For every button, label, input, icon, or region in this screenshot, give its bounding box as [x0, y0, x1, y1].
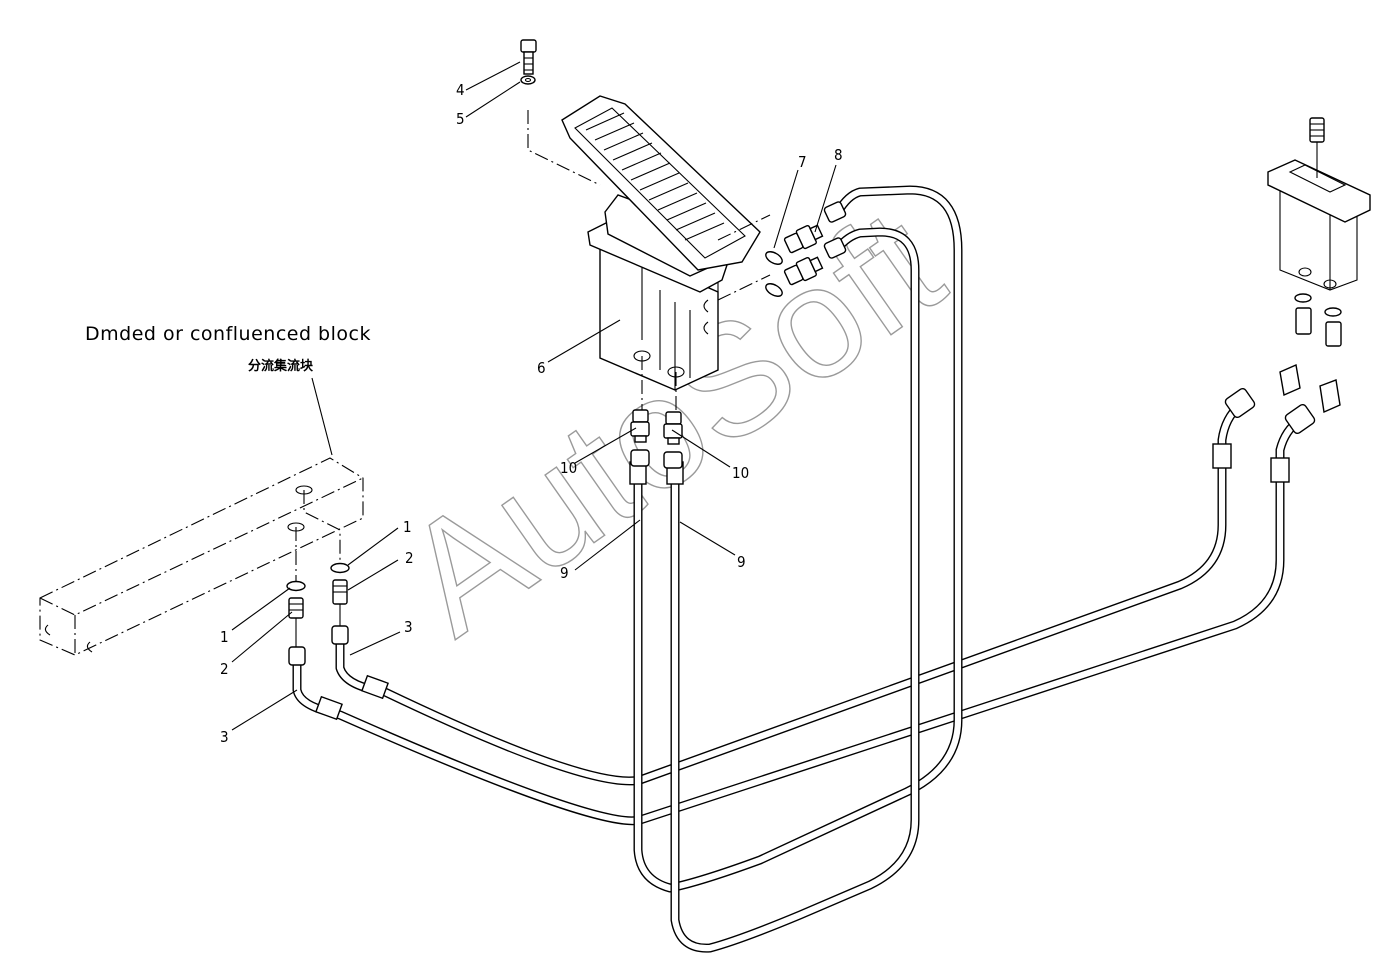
- bolt-and-washer: [520, 39, 537, 85]
- leader-lines: [231, 61, 837, 731]
- pedal-valve: [527, 95, 771, 410]
- right-control-valve: [1224, 117, 1371, 435]
- callout-6: 6: [537, 359, 546, 377]
- callout-10-right: 10: [732, 464, 749, 482]
- block-subtitle: 分流集流块: [248, 358, 314, 374]
- hose-sleeve: [1270, 457, 1290, 483]
- callout-1-right: 1: [403, 518, 412, 536]
- left-fittings-1: [286, 580, 306, 666]
- callout-10-left: 10: [560, 459, 577, 477]
- pedal-bottom-fittings: [630, 409, 683, 469]
- hose-sleeve: [1212, 443, 1232, 469]
- callout-5: 5: [456, 110, 465, 128]
- hose-sleeve: [315, 695, 343, 721]
- hoses: [292, 185, 1305, 953]
- callout-3-left: 3: [220, 728, 229, 746]
- pedal-grip-ribs: [585, 112, 725, 241]
- left-fittings-2: [330, 562, 350, 645]
- callout-2-left: 2: [220, 660, 229, 678]
- callout-8: 8: [834, 146, 843, 164]
- callout-2-right: 2: [405, 549, 414, 567]
- callout-7: 7: [798, 153, 807, 171]
- callout-1-left: 1: [220, 628, 229, 646]
- callout-9-right: 9: [737, 553, 746, 571]
- callout-4: 4: [456, 81, 465, 99]
- hose-sleeve: [361, 674, 389, 700]
- callout-labels: 4 5 6 7 8 10 10 9 9 1 2 3 1 2 3: [220, 81, 843, 746]
- callout-9-left: 9: [560, 564, 569, 582]
- pedal-side-fittings: [765, 201, 847, 297]
- confluence-block: [39, 457, 364, 656]
- block-title: Dmded or confluenced block: [85, 323, 371, 345]
- callout-3-right: 3: [404, 618, 413, 636]
